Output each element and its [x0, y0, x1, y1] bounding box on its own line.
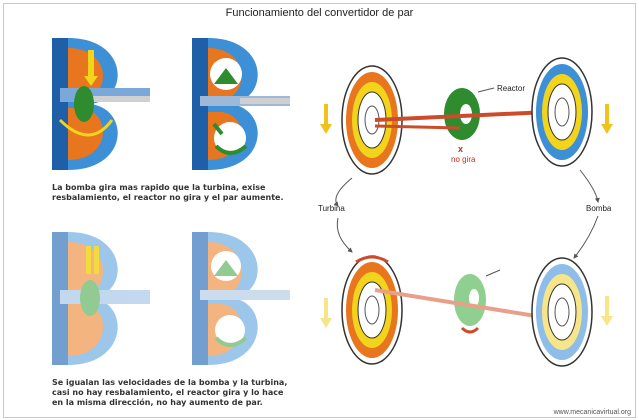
- page-title: Funcionamiento del convertidor de par: [225, 7, 414, 19]
- caption-coupling-line-1: Se igualan las velocidades de la bomba y…: [52, 378, 288, 387]
- label-no-gira: no gira: [451, 155, 476, 164]
- cross-section-stall-left: [52, 38, 150, 170]
- caption-stall-line-1: La bomba gira mas rapido que la turbina,…: [52, 183, 266, 192]
- shaft-bottom: [374, 288, 549, 320]
- caption-stall-line-2: resbalamiento, el reactor no gira y el p…: [52, 193, 284, 202]
- caption-coupling-line-2: casi no hay resbalamiento, el reactor gi…: [52, 388, 284, 397]
- label-turbina: Turbina: [318, 204, 345, 213]
- pump-wheel-top: [531, 57, 593, 167]
- label-no-gira-mark: x: [458, 144, 464, 154]
- pump-wheel-bottom: [531, 257, 593, 367]
- label-reactor: Reactor: [497, 84, 526, 93]
- reactor-wheel-bottom: [454, 274, 486, 326]
- shaft-top: [374, 110, 549, 122]
- caption-coupling-line-3: en la misma dirección, no hay aumento de…: [52, 398, 263, 407]
- cross-section-coupling-right: [192, 232, 290, 365]
- caption-stall: La bomba gira mas rapido que la turbina,…: [52, 183, 283, 203]
- turbine-wheel-bottom: [341, 255, 403, 365]
- cross-section-stall-right: [192, 38, 290, 170]
- caption-coupling: Se igualan las velocidades de la bomba y…: [52, 378, 287, 408]
- turbine-wheel-top: [341, 65, 403, 175]
- label-bomba: Bomba: [586, 204, 612, 213]
- cross-section-coupling-left: [52, 232, 150, 365]
- footer-watermark: www.mecanicavirtual.org: [553, 409, 631, 416]
